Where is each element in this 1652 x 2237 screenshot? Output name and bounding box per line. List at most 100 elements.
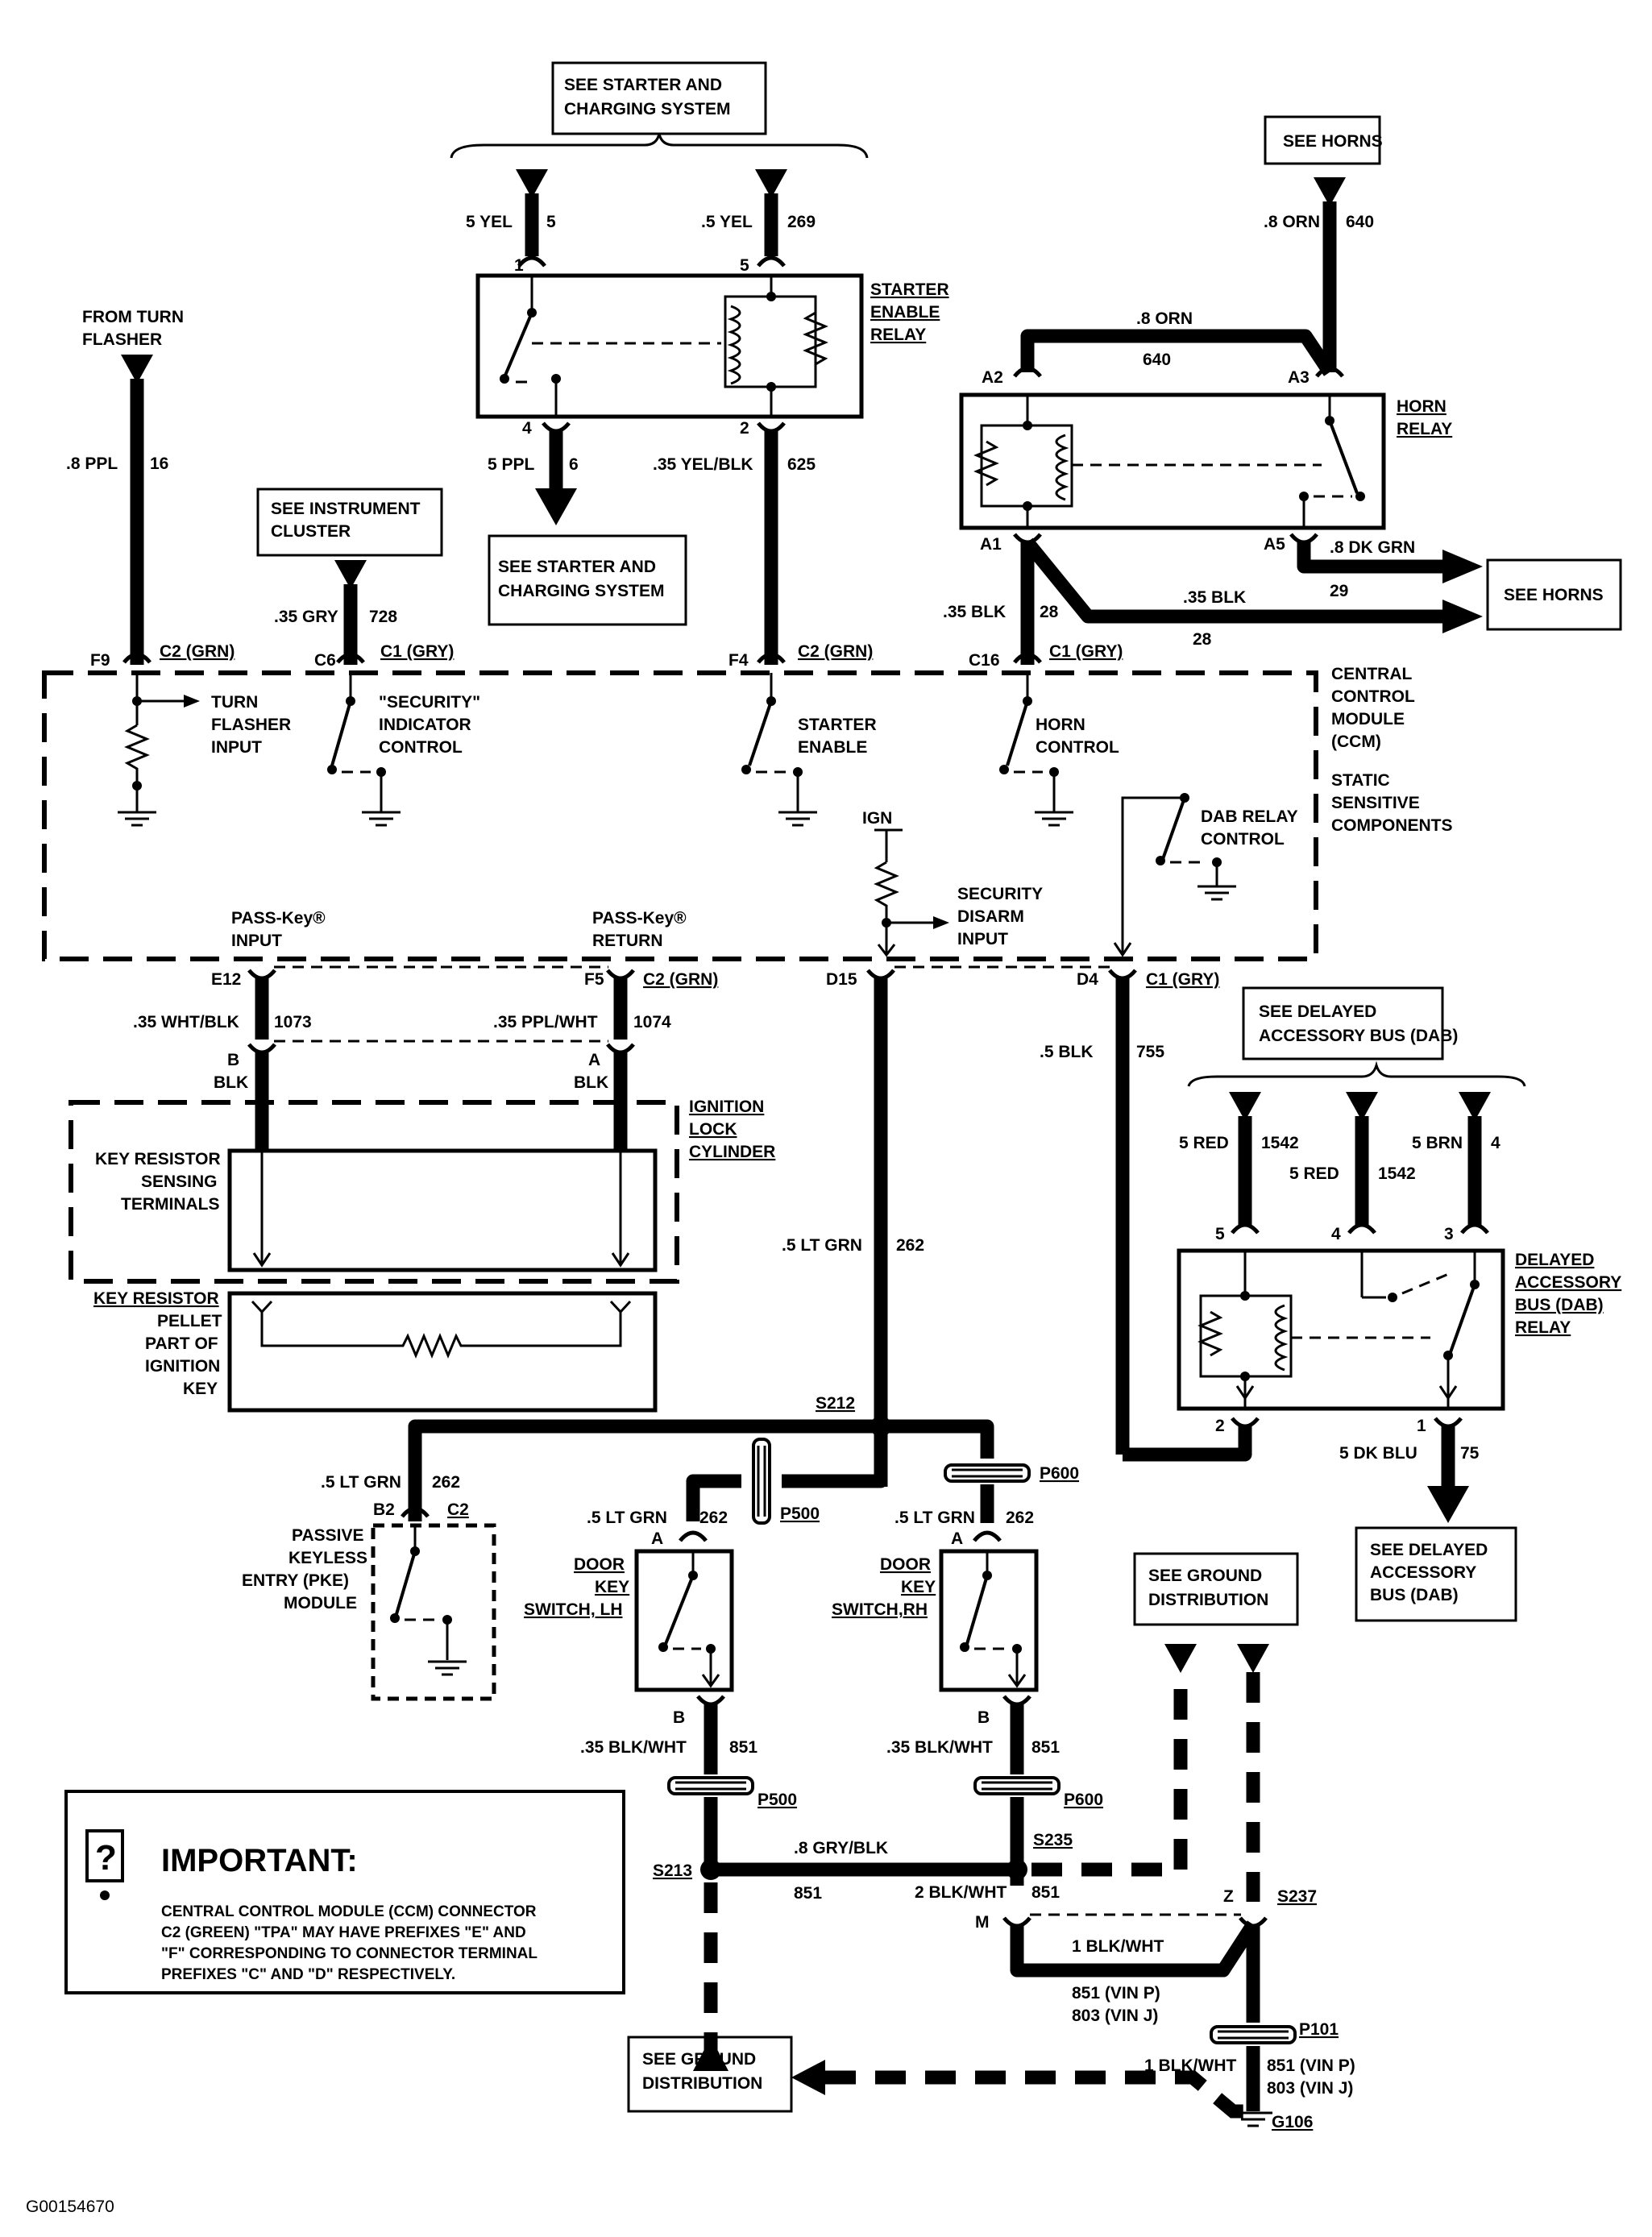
- svg-text:F9: F9: [90, 651, 110, 670]
- svg-text:DISTRIBUTION: DISTRIBUTION: [1148, 1591, 1268, 1609]
- svg-text:851: 851: [729, 1738, 758, 1757]
- svg-text:ENABLE: ENABLE: [870, 303, 940, 322]
- svg-text:SEE HORNS: SEE HORNS: [1283, 132, 1383, 151]
- svg-text:PASSIVE: PASSIVE: [292, 1526, 363, 1545]
- svg-text:2: 2: [1215, 1417, 1225, 1435]
- svg-text:.5 LT GRN: .5 LT GRN: [321, 1473, 401, 1492]
- svg-text:.8 ORN: .8 ORN: [1264, 213, 1320, 231]
- svg-text:KEY: KEY: [595, 1578, 629, 1596]
- svg-text:P101: P101: [1299, 2020, 1339, 2039]
- svg-text:"SECURITY": "SECURITY": [379, 693, 480, 712]
- svg-text:COMPONENTS: COMPONENTS: [1331, 816, 1453, 835]
- svg-text:IGN: IGN: [862, 809, 892, 828]
- svg-text:.35 BLK: .35 BLK: [1183, 588, 1246, 607]
- svg-text:.8 DK GRN: .8 DK GRN: [1330, 538, 1415, 557]
- diagram-id: G00154670: [26, 2198, 114, 2216]
- ground-ref-arrow-c: [1237, 1644, 1269, 1673]
- p500-connector-b: [667, 1776, 754, 1795]
- svg-text:.8 PPL: .8 PPL: [66, 454, 118, 473]
- svg-text:STATIC: STATIC: [1331, 771, 1390, 790]
- svg-text:5: 5: [546, 213, 556, 231]
- key-resistor-pellet: [227, 1291, 658, 1413]
- bracket-starter: [450, 133, 869, 159]
- svg-text:SEE DELAYED: SEE DELAYED: [1259, 1002, 1376, 1021]
- svg-text:625: 625: [787, 455, 816, 474]
- important-icon: [85, 1829, 124, 1882]
- dab-relay: [1177, 1248, 1505, 1411]
- svg-text:P600: P600: [1040, 1464, 1079, 1483]
- svg-text:G106: G106: [1272, 2113, 1313, 2131]
- svg-text:75: 75: [1460, 1444, 1480, 1463]
- svg-text:"F" CORRESPONDING TO CONNECTOR: "F" CORRESPONDING TO CONNECTOR TERMINAL: [161, 1945, 538, 1962]
- svg-text:DELAYED: DELAYED: [1515, 1251, 1594, 1269]
- svg-text:S237: S237: [1277, 1887, 1317, 1906]
- svg-text:1542: 1542: [1378, 1164, 1416, 1183]
- svg-text:KEY RESISTOR: KEY RESISTOR: [93, 1289, 219, 1308]
- svg-text:728: 728: [369, 608, 397, 626]
- svg-text:INPUT: INPUT: [957, 930, 1008, 948]
- horn-relay: [959, 392, 1386, 530]
- svg-text:BUS (DAB): BUS (DAB): [1370, 1586, 1459, 1604]
- svg-text:CONTROL: CONTROL: [1036, 738, 1119, 757]
- svg-text:4: 4: [522, 419, 532, 438]
- svg-text:SECURITY: SECURITY: [957, 885, 1043, 903]
- starter-enable-relay: [475, 273, 864, 419]
- svg-text:DOOR: DOOR: [880, 1555, 931, 1574]
- ignition-lock-cylinder: [68, 1100, 679, 1284]
- important-note: ? IMPORTANT: CENTRAL CONTROL MODULE (CCM…: [64, 1790, 625, 1994]
- svg-text:SEE DELAYED: SEE DELAYED: [1370, 1541, 1488, 1559]
- svg-text:DOOR: DOOR: [574, 1555, 625, 1574]
- svg-text:A3: A3: [1288, 368, 1310, 387]
- svg-text:C2 (GRN): C2 (GRN): [643, 970, 718, 989]
- svg-text:5 RED: 5 RED: [1289, 1164, 1339, 1183]
- svg-text:A5: A5: [1264, 535, 1285, 554]
- door-key-switch-lh: [634, 1549, 734, 1692]
- svg-text:D4: D4: [1077, 970, 1098, 989]
- svg-text:RELAY: RELAY: [1515, 1318, 1571, 1337]
- svg-text:KEY RESISTOR: KEY RESISTOR: [95, 1150, 221, 1168]
- svg-text:28: 28: [1040, 603, 1059, 621]
- svg-text:.35 BLK: .35 BLK: [943, 603, 1006, 621]
- svg-text:PASS-Key®: PASS-Key®: [592, 909, 687, 928]
- svg-text:PART OF: PART OF: [145, 1334, 218, 1353]
- svg-text:803 (VIN J): 803 (VIN J): [1267, 2079, 1353, 2098]
- svg-text:269: 269: [787, 213, 816, 231]
- svg-text:29: 29: [1330, 582, 1348, 600]
- svg-text:262: 262: [699, 1509, 728, 1527]
- svg-text:A: A: [651, 1529, 663, 1548]
- svg-text:FLASHER: FLASHER: [211, 716, 291, 734]
- svg-text:5: 5: [740, 256, 749, 275]
- svg-text:4: 4: [1331, 1225, 1341, 1243]
- svg-text:?: ?: [95, 1838, 117, 1878]
- svg-text:CLUSTER: CLUSTER: [271, 522, 351, 541]
- ref-dab-top: SEE DELAYED ACCESSORY BUS (DAB): [1242, 986, 1458, 1060]
- svg-text:.8 GRY/BLK: .8 GRY/BLK: [794, 1839, 888, 1857]
- svg-text:CHARGING SYSTEM: CHARGING SYSTEM: [564, 100, 731, 118]
- svg-text:.5 YEL: .5 YEL: [701, 213, 753, 231]
- svg-text:4: 4: [1491, 1134, 1500, 1152]
- svg-text:PASS-Key®: PASS-Key®: [231, 909, 326, 928]
- svg-text:D15: D15: [826, 970, 857, 989]
- svg-text:.8 ORN: .8 ORN: [1136, 309, 1193, 328]
- svg-text:2: 2: [740, 419, 749, 438]
- svg-text:LOCK: LOCK: [689, 1120, 737, 1139]
- svg-text:851 (VIN P): 851 (VIN P): [1072, 1984, 1160, 2003]
- svg-text:1 BLK/WHT: 1 BLK/WHT: [1072, 1937, 1164, 1956]
- svg-text:IGNITION: IGNITION: [689, 1098, 764, 1116]
- svg-text:755: 755: [1136, 1043, 1164, 1061]
- svg-text:STARTER: STARTER: [870, 280, 949, 299]
- svg-text:.35 WHT/BLK: .35 WHT/BLK: [133, 1013, 239, 1031]
- ref-ground-bottom: SEE GROUND DISTRIBUTION: [627, 2036, 793, 2113]
- ref-horns-top: SEE HORNS: [1264, 115, 1383, 165]
- svg-text:FROM TURN: FROM TURN: [82, 308, 184, 326]
- svg-text:C2 (GRN): C2 (GRN): [798, 642, 873, 661]
- svg-text:.35 YEL/BLK: .35 YEL/BLK: [653, 455, 753, 474]
- svg-text:3: 3: [1444, 1225, 1454, 1243]
- svg-text:1: 1: [514, 256, 524, 275]
- svg-text:DAB RELAY: DAB RELAY: [1201, 807, 1298, 826]
- svg-text:IGNITION: IGNITION: [145, 1357, 220, 1376]
- svg-text:(CCM): (CCM): [1331, 733, 1381, 751]
- svg-text:KEY: KEY: [901, 1578, 936, 1596]
- svg-text:BUS (DAB): BUS (DAB): [1515, 1296, 1604, 1314]
- svg-text:SEE GROUND: SEE GROUND: [1148, 1567, 1262, 1585]
